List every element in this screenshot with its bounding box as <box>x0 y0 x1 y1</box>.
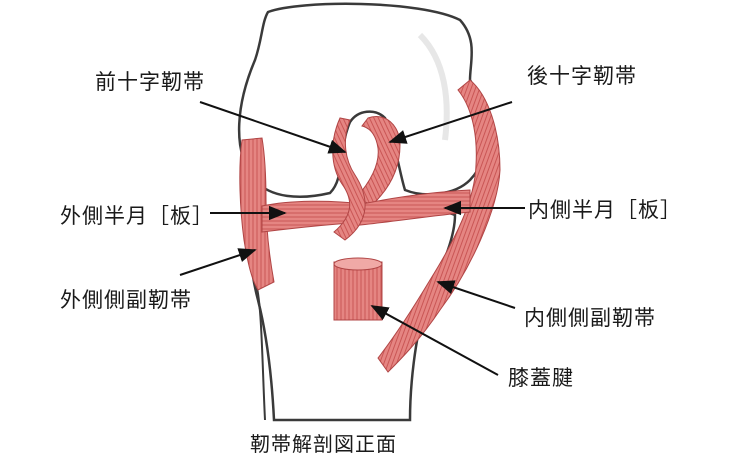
label-medial-meniscus: 内側半月［板］ <box>528 198 682 222</box>
arrow-lateral-collateral <box>179 248 257 276</box>
pointer-arrows <box>179 101 525 376</box>
patellar-tendon <box>333 257 383 321</box>
label-posterior-cruciate-ligament: 後十字靭帯 <box>527 64 637 88</box>
label-lateral-meniscus: 外側半月［板］ <box>60 204 214 228</box>
medial-meniscus <box>351 189 471 227</box>
figure-caption: 靭帯解剖図正面 <box>250 432 397 456</box>
label-anterior-cruciate-ligament: 前十字靭帯 <box>95 70 205 94</box>
label-patellar-tendon: 膝蓋腱 <box>508 366 574 390</box>
label-lateral-collateral-ligament: 外側側副靭帯 <box>60 288 192 312</box>
femur <box>237 2 489 198</box>
arrow-posterior-cruciate <box>388 101 513 144</box>
arrow-patellar-tendon <box>370 305 499 376</box>
label-medial-collateral-ligament: 内側側副靭帯 <box>524 306 656 330</box>
arrow-anterior-cruciate <box>199 101 347 154</box>
arrow-medial-collateral <box>436 280 516 309</box>
